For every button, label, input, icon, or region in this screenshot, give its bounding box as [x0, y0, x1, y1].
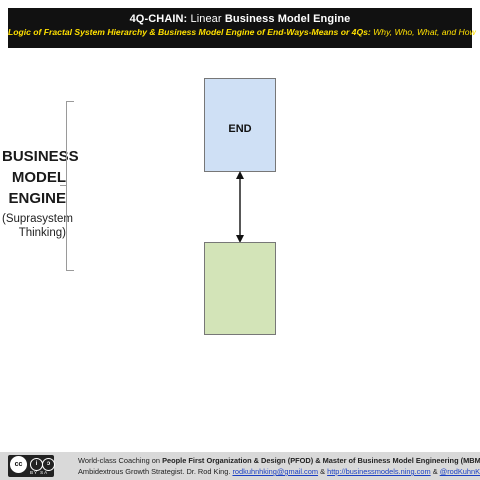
- title-banner: 4Q-CHAIN: Linear Business Model Engine L…: [8, 8, 476, 48]
- double-arrow-connector: [236, 171, 244, 243]
- label-thinking: Thinking): [18, 227, 66, 239]
- footer-author-text: Ambidextrous Growth Strategist. Dr. Rod …: [78, 467, 231, 476]
- left-bracket: [66, 101, 74, 271]
- arrow-down-head: [236, 235, 244, 243]
- page-title: 4Q-CHAIN: Linear Business Model Engine: [8, 13, 472, 26]
- footer-line-1: World-class Coaching on People First Org…: [78, 456, 480, 465]
- email-link[interactable]: rodkuhnhking@gmail.com: [232, 467, 319, 476]
- cc-license-tags: BY SA: [30, 470, 49, 475]
- label-suprasystem: (Suprasystem: [2, 213, 73, 225]
- label-business: BUSINESS: [2, 148, 79, 165]
- subtitle-4qs: Why, Who, What, and How: [373, 27, 476, 37]
- arrow-up-head: [236, 171, 244, 179]
- means-box: [204, 242, 276, 335]
- end-box-label: END: [228, 123, 252, 135]
- cc-by-sa-icon: cc i ↄ BY SA: [8, 455, 55, 477]
- bracket-tick: [60, 185, 67, 186]
- business-model-engine-label: BUSINESS MODEL ENGINE (Suprasystem Think…: [2, 146, 79, 240]
- label-engine: ENGINE: [8, 190, 66, 207]
- subtitle-main: Logic of Fractal System Hierarchy & Busi…: [8, 27, 371, 37]
- title-main: Business Model Engine: [224, 13, 351, 25]
- twitter-link[interactable]: @rodKuhnKing: [439, 467, 480, 476]
- title-prefix: 4Q-CHAIN:: [129, 13, 188, 25]
- title-linear: Linear: [190, 13, 222, 25]
- footer-coaching-text: World-class Coaching on: [78, 456, 161, 465]
- end-box: END: [204, 78, 276, 172]
- label-model: MODEL: [11, 169, 66, 186]
- page-subtitle: Logic of Fractal System Hierarchy & Busi…: [8, 26, 476, 38]
- footer-line-2: Ambidextrous Growth Strategist. Dr. Rod …: [78, 467, 480, 476]
- footer-bar: cc i ↄ BY SA World-class Coaching on Peo…: [0, 452, 480, 480]
- website-link[interactable]: http://businessmodels.ning.com: [327, 467, 431, 476]
- footer-programs-text: People First Organization & Design (PFOD…: [162, 456, 480, 465]
